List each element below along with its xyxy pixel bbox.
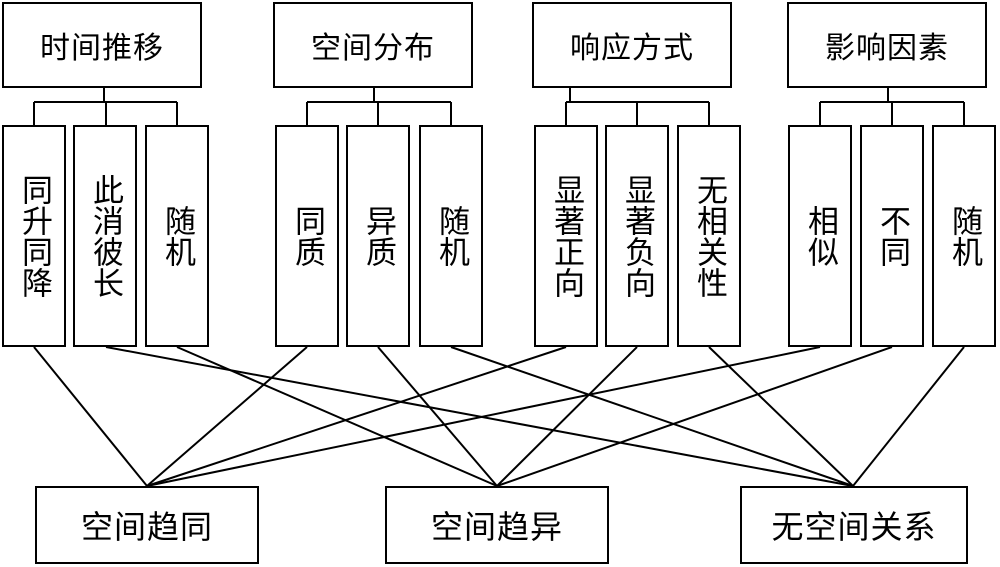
outcome-label: 空间趋异 — [430, 508, 563, 546]
outcome-box-no-relation: 无空间关系 — [740, 486, 968, 564]
category-box-factor: 影响因素 — [787, 2, 987, 88]
link-line — [33, 346, 148, 487]
link-line — [176, 346, 498, 487]
sub-box-time-1: 同升同降 — [2, 125, 66, 347]
outcome-label: 无空间关系 — [771, 508, 937, 546]
sub-box-space-1: 同质 — [275, 125, 339, 347]
sub-item-label: 随机 — [946, 205, 982, 267]
sub-item-label: 异质 — [360, 205, 396, 267]
link-line — [852, 346, 965, 487]
sub-item-label: 不同 — [874, 205, 910, 267]
category-box-time: 时间推移 — [2, 2, 202, 88]
sub-item-label: 同升同降 — [16, 174, 52, 298]
link-line — [496, 346, 893, 487]
category-title: 空间分布 — [311, 31, 435, 66]
link-line — [146, 346, 821, 487]
sub-box-space-3: 随机 — [419, 125, 483, 347]
sub-item-label: 同质 — [289, 205, 325, 267]
link-line — [146, 346, 308, 487]
link-line — [377, 346, 498, 487]
outcome-label: 空间趋同 — [80, 508, 213, 546]
sub-box-response-2: 显著负向 — [605, 125, 669, 347]
sub-item-label: 显著负向 — [619, 174, 655, 298]
sub-item-label: 此消彼长 — [87, 174, 123, 298]
sub-item-label: 相似 — [802, 205, 838, 267]
sub-box-factor-3: 随机 — [932, 125, 996, 347]
category-title: 响应方式 — [570, 31, 694, 66]
sub-box-factor-2: 不同 — [860, 125, 924, 347]
link-line — [450, 346, 854, 487]
link-line — [708, 346, 854, 487]
sub-item-label: 随机 — [433, 205, 469, 267]
category-box-space: 空间分布 — [273, 2, 473, 88]
sub-box-time-2: 此消彼长 — [73, 125, 137, 347]
sub-box-factor-1: 相似 — [788, 125, 852, 347]
outcome-box-convergence: 空间趋同 — [35, 486, 259, 564]
sub-item-label: 无相关性 — [691, 174, 727, 298]
sub-box-response-1: 显著正向 — [534, 125, 598, 347]
link-line — [496, 346, 638, 487]
sub-box-space-2: 异质 — [346, 125, 410, 347]
sub-item-label: 随机 — [159, 205, 195, 267]
outcome-box-divergence: 空间趋异 — [385, 486, 609, 564]
sub-box-response-3: 无相关性 — [677, 125, 741, 347]
sub-box-time-3: 随机 — [145, 125, 209, 347]
category-box-response: 响应方式 — [532, 2, 732, 88]
link-line — [146, 346, 567, 487]
sub-item-label: 显著正向 — [548, 174, 584, 298]
category-title: 时间推移 — [40, 31, 164, 66]
category-title: 影响因素 — [825, 31, 949, 66]
